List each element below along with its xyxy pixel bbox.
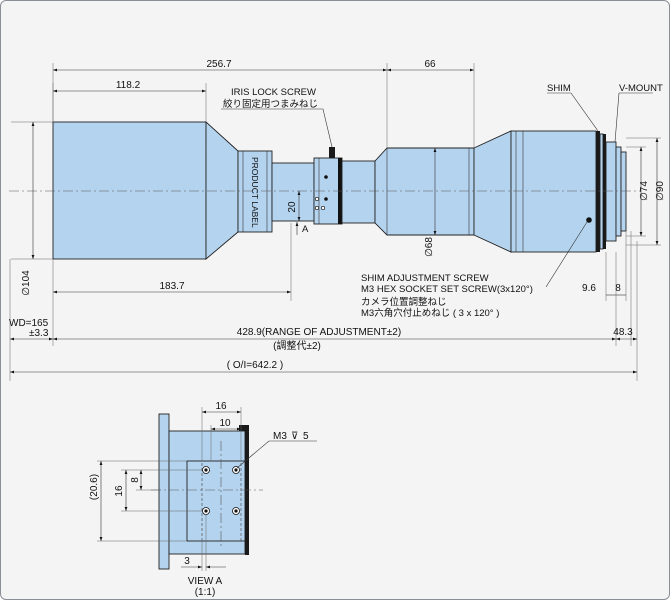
coupling-ring xyxy=(341,160,376,224)
front-taper xyxy=(205,120,239,260)
lens-neck xyxy=(271,162,315,222)
dim-dia-74: ∅74 xyxy=(639,181,650,201)
dim-118-2: 118.2 xyxy=(116,80,141,91)
view-a-title: VIEW A xyxy=(188,576,223,587)
dim-256-7: 256.7 xyxy=(206,59,231,70)
dim-range: 428.9(RANGE OF ADJUSTMENT±2) xyxy=(237,327,401,338)
dimension-lines xyxy=(10,68,659,374)
dimension-texts: 256.7 66 118.2 183.7 20 ∅104 ∅68 ∅74 ∅90… xyxy=(9,59,666,371)
dim-dia-104: ∅104 xyxy=(21,270,32,296)
mid-body xyxy=(374,147,475,236)
view-a-dim-16-top: 16 xyxy=(215,401,227,412)
view-a-dim-8: 8 xyxy=(130,477,141,483)
dim-range-jp: (調整代±2) xyxy=(273,339,321,352)
product-label-band xyxy=(237,150,273,233)
lens-side-view xyxy=(9,120,641,260)
dim-20: 20 xyxy=(287,201,298,213)
shim-adjust-label-3: カメラ位置調整ねじ xyxy=(361,296,447,308)
view-a: 16 10 M3 ⊽ 5 (20.6) 16 8 3 VIEW A (1:1) xyxy=(89,401,317,598)
view-a-dim-m3: M3 xyxy=(273,431,287,442)
iris-lock-screw xyxy=(329,147,335,158)
shim-label: SHIM xyxy=(547,83,571,94)
arrow-a-label: A xyxy=(302,224,309,235)
dim-wd: WD=165 xyxy=(9,318,49,329)
shim-adjust-label-4: M3六角穴付止めねじ ( 3 x 120° ) xyxy=(361,307,499,319)
iris-lock-label-jp: 絞り固定用つまみねじ xyxy=(223,98,318,110)
dim-48-3: 48.3 xyxy=(613,327,633,338)
shim-ring xyxy=(596,131,600,252)
dim-dia-68: ∅68 xyxy=(424,237,435,257)
view-a-screw-holes xyxy=(202,466,240,515)
extension-lines xyxy=(9,63,661,381)
rear-barrel xyxy=(510,130,597,253)
v-mount-label: V-MOUNT xyxy=(619,83,663,94)
dim-oi: ( O/I=642.2 ) xyxy=(227,360,283,371)
view-a-scale: (1:1) xyxy=(195,587,216,598)
view-a-dim-16-side: 16 xyxy=(114,485,125,497)
shim-adjust-label-1: SHIM ADJUSTMENT SCREW xyxy=(361,273,489,284)
product-label-text: PRODUCT LABEL xyxy=(250,157,260,228)
shim-adjust-label-2: M3 HEX SOCKET SET SCREW(3x120°) xyxy=(361,284,533,295)
v-mount-flange xyxy=(605,141,617,242)
dim-wd-tol: ±3.3 xyxy=(29,328,49,339)
view-a-dim-m3-depth: 5 xyxy=(303,431,309,442)
view-a-flange xyxy=(158,413,170,570)
callout-labels: IRIS LOCK SCREW 絞り固定用つまみねじ PRODUCT LABEL… xyxy=(223,83,663,319)
dim-dia-90: ∅90 xyxy=(655,181,666,201)
dim-8: 8 xyxy=(615,283,621,294)
dim-66: 66 xyxy=(424,59,436,70)
front-barrel xyxy=(52,121,207,260)
dim-183-7: 183.7 xyxy=(159,281,184,292)
view-a-dim-20-6: (20.6) xyxy=(89,474,100,500)
view-a-dim-10: 10 xyxy=(219,418,231,429)
iris-lock-label: IRIS LOCK SCREW xyxy=(231,87,316,98)
view-a-depth-symbol: ⊽ xyxy=(291,431,298,442)
view-a-dim-3: 3 xyxy=(184,556,190,567)
rear-taper xyxy=(473,130,512,253)
dim-9-6: 9.6 xyxy=(582,283,596,294)
